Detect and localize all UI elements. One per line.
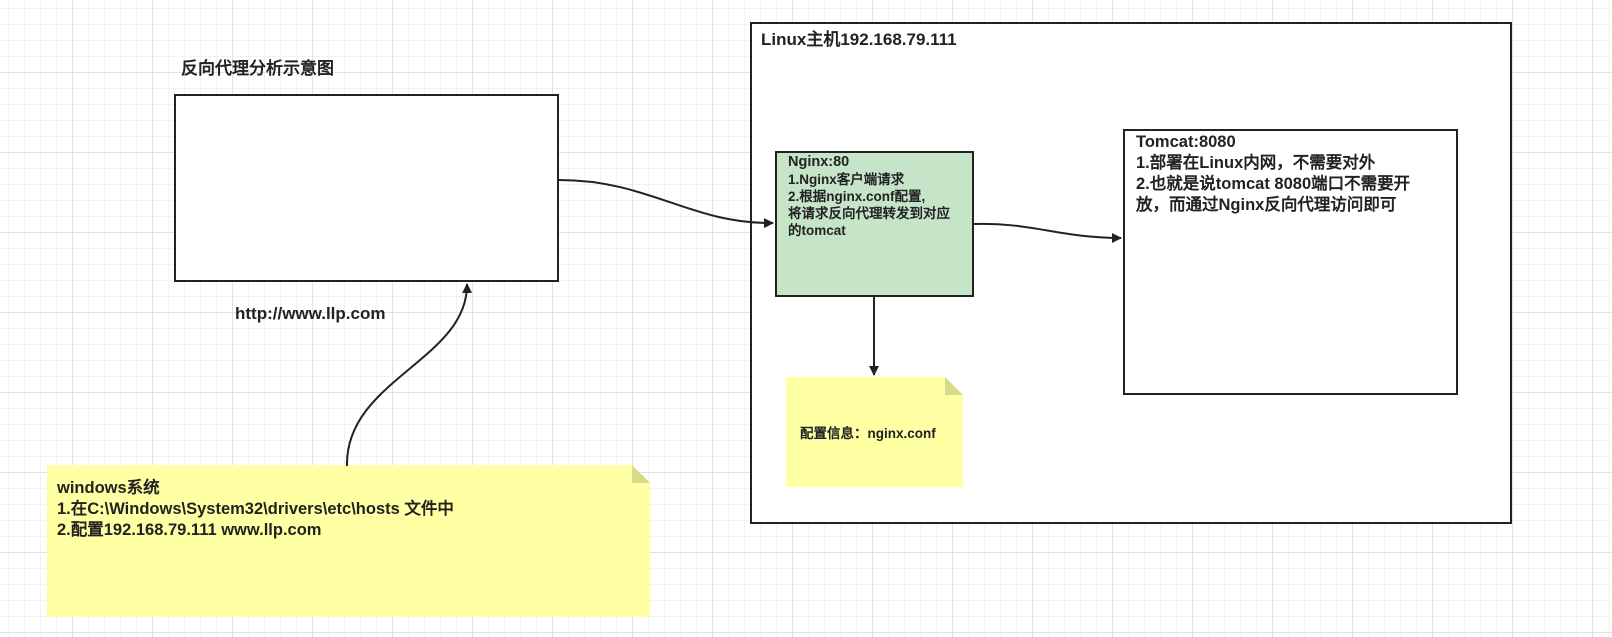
tomcat-line-4: 放，而通过Nginx反向代理访问即可 (1136, 196, 1397, 214)
windows-note-shape (47, 465, 650, 617)
windows-note[interactable] (47, 465, 650, 617)
windows-note-line-2: 1.在C:\Windows\System32\drivers\etc\hosts… (57, 500, 454, 518)
nginx-box[interactable]: Nginx:80 1.Nginx客户端请求 2.根据nginx.conf配置, … (775, 151, 974, 297)
url-label: http://www.llp.com (235, 304, 386, 323)
nginx-line-4: 将请求反向代理转发到对应 (788, 206, 950, 221)
windows-note-fold (632, 465, 650, 483)
nginx-line-3: 2.根据nginx.conf配置, (788, 189, 926, 204)
windows-note-text: windows系统 1.在C:\Windows\System32\drivers… (57, 478, 454, 541)
windows-note-line-1: windows系统 (57, 479, 160, 497)
nginx-line-1: Nginx:80 (788, 154, 850, 170)
nginx-text: Nginx:80 1.Nginx客户端请求 2.根据nginx.conf配置, … (788, 154, 950, 239)
tomcat-line-1: Tomcat:8080 (1136, 133, 1236, 151)
config-note[interactable] (786, 377, 963, 487)
tomcat-line-3: 2.也就是说tomcat 8080端口不需要开 (1136, 175, 1411, 193)
config-note-shape (786, 377, 963, 487)
config-note-fold (945, 377, 963, 395)
nginx-line-5: 的tomcat (788, 223, 846, 238)
tomcat-line-2: 1.部署在Linux内网，不需要对外 (1136, 154, 1376, 172)
diagram-title: 反向代理分析示意图 (181, 59, 334, 78)
windows-note-line-3: 2.配置192.168.79.111 www.llp.com (57, 521, 322, 539)
arrow-client-to-nginx (558, 179, 774, 229)
tomcat-box[interactable]: Tomcat:8080 1.部署在Linux内网，不需要对外 2.也就是说tom… (1123, 129, 1458, 395)
arrow-nginx-to-tomcat (973, 222, 1122, 243)
linux-host-label: Linux主机192.168.79.111 (761, 30, 957, 49)
client-browser-box[interactable] (174, 94, 559, 282)
arrow-windows-to-client (345, 283, 473, 467)
nginx-line-2: 1.Nginx客户端请求 (788, 172, 905, 187)
tomcat-text: Tomcat:8080 1.部署在Linux内网，不需要对外 2.也就是说tom… (1136, 132, 1410, 216)
config-note-text: 配置信息：nginx.conf (800, 426, 936, 441)
